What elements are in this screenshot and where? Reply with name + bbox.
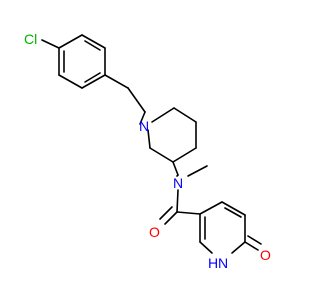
bond-to-chlorine	[41, 39, 60, 49]
bond	[151, 107, 175, 123]
bond	[81, 74, 106, 89]
structure-svg: Cl N N O H N O	[24, 31, 271, 271]
bond	[104, 74, 129, 89]
n-methyl-bond	[187, 165, 208, 177]
bond	[176, 174, 179, 177]
ring-nh-hydrogen-label: H	[208, 255, 218, 271]
bond	[127, 87, 146, 113]
bond	[231, 241, 246, 254]
ethyl-linker	[104, 74, 146, 125]
keto-oxygen-label: O	[260, 247, 271, 263]
piperidine-ring	[147, 107, 197, 163]
bond	[176, 211, 201, 215]
bond	[221, 201, 246, 216]
molecule-diagram: Cl N N O H N O	[24, 31, 271, 271]
piperidine-nitrogen-label: N	[139, 118, 149, 134]
bond	[147, 129, 151, 149]
bond	[173, 107, 197, 123]
keto-bond-second	[247, 235, 262, 245]
pyridinone-ring	[199, 201, 246, 254]
bond	[176, 189, 179, 213]
carbonyl-oxygen-label: O	[149, 224, 160, 240]
bond	[199, 241, 213, 254]
chlorophenyl-ring	[58, 34, 106, 89]
double-bond-inner	[224, 207, 242, 218]
bond	[58, 74, 83, 89]
bond	[172, 147, 197, 163]
carbonyl-bond-second	[159, 206, 173, 220]
double-bond-inner	[84, 72, 101, 83]
amide-nitrogen-label: N	[173, 175, 183, 191]
bond	[149, 147, 174, 163]
carbonyl-bond	[164, 211, 178, 225]
ring-nitrogen-label: N	[218, 255, 228, 271]
double-bond-inner	[84, 40, 101, 51]
bond	[58, 34, 83, 49]
bond	[81, 34, 106, 49]
chlorine-label: Cl	[24, 31, 37, 47]
bond	[139, 111, 146, 125]
bond	[172, 161, 179, 176]
bond	[199, 201, 223, 215]
keto-bond	[244, 241, 259, 251]
amide-group	[159, 189, 201, 225]
